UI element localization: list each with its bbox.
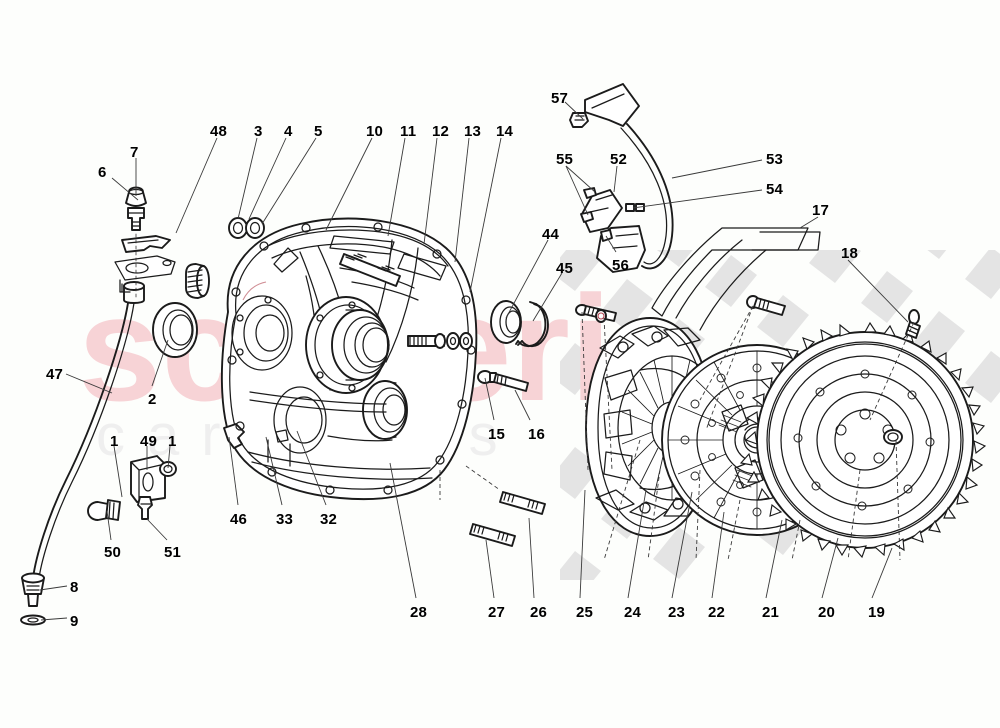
callout-number-6: 6	[98, 164, 107, 181]
seal-44-snapring-45	[490, 300, 549, 348]
clutch-bellhousing	[220, 217, 478, 501]
stud-upper	[339, 253, 401, 287]
callout-number-3: 3	[254, 123, 263, 140]
callout-number-2: 2	[148, 391, 157, 408]
callout-number-12: 12	[432, 123, 450, 140]
callout-number-54: 54	[766, 181, 784, 198]
callout-number-28: 28	[410, 604, 428, 621]
callout-number-47: 47	[46, 366, 64, 383]
dipstick-tube-assembly	[20, 281, 145, 626]
guide-bracket-17	[651, 227, 821, 331]
callout-number-16: 16	[528, 426, 546, 443]
callout-number-5: 5	[314, 123, 323, 140]
callout-number-55: 55	[556, 151, 574, 168]
callout-number-8: 8	[70, 579, 79, 596]
callout-number-57: 57	[551, 90, 569, 107]
callout-number-26: 26	[530, 604, 548, 621]
callout-number-50: 50	[104, 544, 122, 561]
callout-number-53: 53	[766, 151, 784, 168]
callout-number-20: 20	[818, 604, 836, 621]
ring-gear-teeth	[739, 321, 987, 559]
callout-number-10: 10	[366, 123, 384, 140]
callout-number-49: 49	[140, 433, 158, 450]
callout-number-45: 45	[556, 260, 574, 277]
callout-number-51: 51	[164, 544, 182, 561]
callout-number-11: 11	[400, 123, 417, 140]
callout-number-1: 1	[110, 433, 119, 450]
callout-number-18: 18	[841, 245, 859, 262]
callout-number-44: 44	[542, 226, 560, 243]
stud-right-with-washers	[407, 332, 473, 350]
callout-number-15: 15	[488, 426, 506, 443]
callout-number-22: 22	[708, 604, 726, 621]
callout-number-56: 56	[612, 257, 630, 274]
callout-number-46: 46	[230, 511, 248, 528]
callout-number-32: 32	[320, 511, 338, 528]
studs-26-27	[465, 465, 546, 547]
callout-number-7: 7	[130, 144, 139, 161]
callout-number-9: 9	[70, 613, 79, 630]
reverse-switch-assembly	[114, 186, 176, 301]
callout-number-33: 33	[276, 511, 294, 528]
callout-number-52: 52	[610, 151, 628, 168]
callout-number-19: 19	[868, 604, 886, 621]
callout-number-17: 17	[812, 202, 830, 219]
small-fasteners-cluster	[87, 455, 177, 521]
oil-seal-2	[152, 302, 198, 358]
callout-number-14: 14	[496, 123, 514, 140]
callout-number-13: 13	[464, 123, 482, 140]
callout-number-21: 21	[762, 604, 780, 621]
release-lever-and-hose	[569, 83, 674, 273]
callout-number-4: 4	[284, 123, 293, 140]
callout-number-27: 27	[488, 604, 506, 621]
callout-number-48: 48	[210, 123, 228, 140]
leader-lines	[39, 101, 915, 621]
callout-number-1: 1	[168, 433, 177, 450]
bolt-15-16	[477, 370, 529, 392]
callout-number-23: 23	[668, 604, 686, 621]
plug-5	[185, 263, 210, 299]
seal-rings-3-4	[228, 217, 265, 239]
callout-number-24: 24	[624, 604, 642, 621]
callout-number-25: 25	[576, 604, 594, 621]
flywheel-with-ring-gear	[739, 309, 987, 559]
